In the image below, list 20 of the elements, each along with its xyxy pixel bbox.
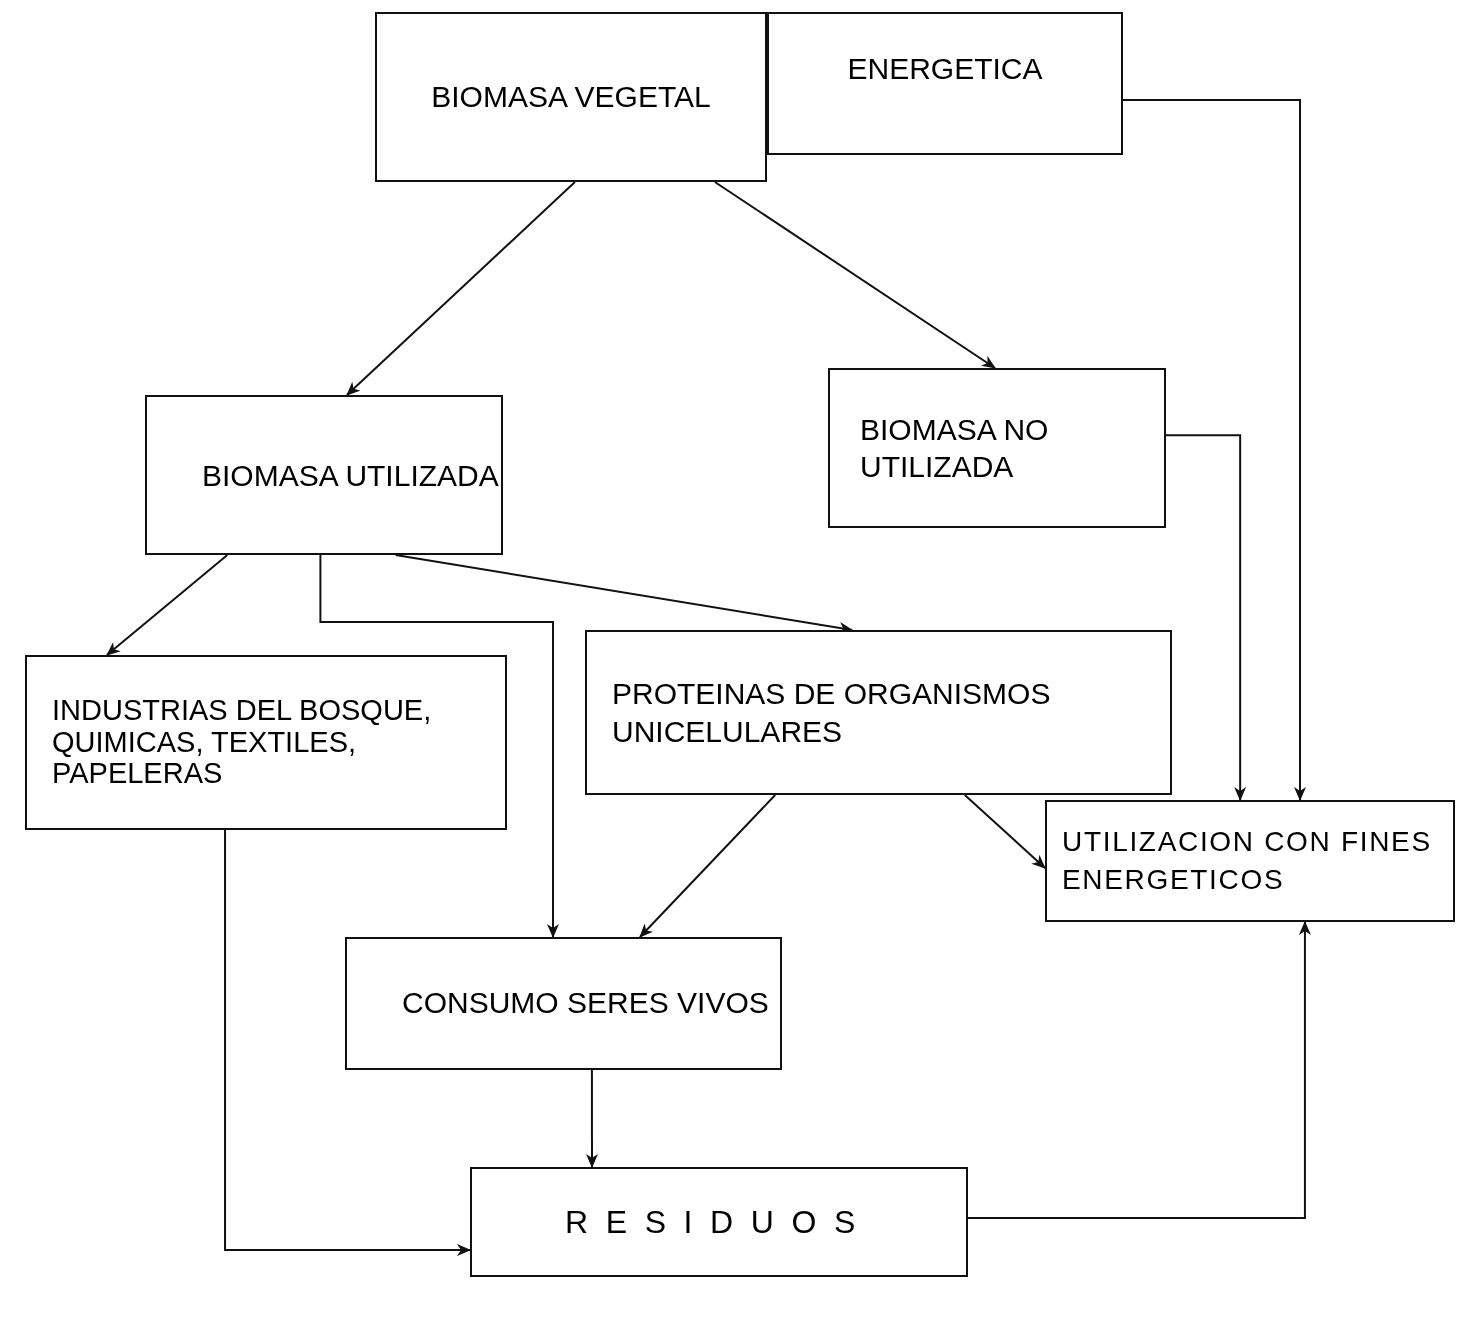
arrow bbox=[105, 554, 229, 656]
arrow bbox=[1122, 98, 1306, 801]
arrow bbox=[224, 829, 471, 1257]
process-box: PROTEINAS DE ORGANISMOS UNICELULARES bbox=[585, 630, 1172, 795]
arrow bbox=[967, 921, 1311, 1220]
arrow bbox=[345, 181, 576, 396]
process-box: UTILIZACION CON FINES ENERGETICOS bbox=[1045, 800, 1455, 922]
arrow bbox=[319, 554, 559, 938]
process-box: CONSUMO SERES VIVOS bbox=[345, 937, 782, 1070]
process-box: INDUSTRIAS DEL BOSQUE, QUIMICAS, TEXTILES, PAPELERAS bbox=[25, 655, 507, 830]
arrow bbox=[1165, 434, 1247, 801]
arrow bbox=[639, 794, 777, 938]
process-box: ENERGETICA bbox=[767, 12, 1123, 155]
process-box: BIOMASA NO UTILIZADA bbox=[828, 368, 1166, 528]
process-box: BIOMASA UTILIZADA bbox=[145, 395, 503, 555]
process-box: BIOMASA VEGETAL bbox=[375, 12, 767, 182]
arrow bbox=[963, 794, 1046, 869]
arrow bbox=[713, 181, 996, 369]
process-box: RESIDUOS bbox=[470, 1167, 968, 1277]
arrow bbox=[586, 1069, 598, 1168]
